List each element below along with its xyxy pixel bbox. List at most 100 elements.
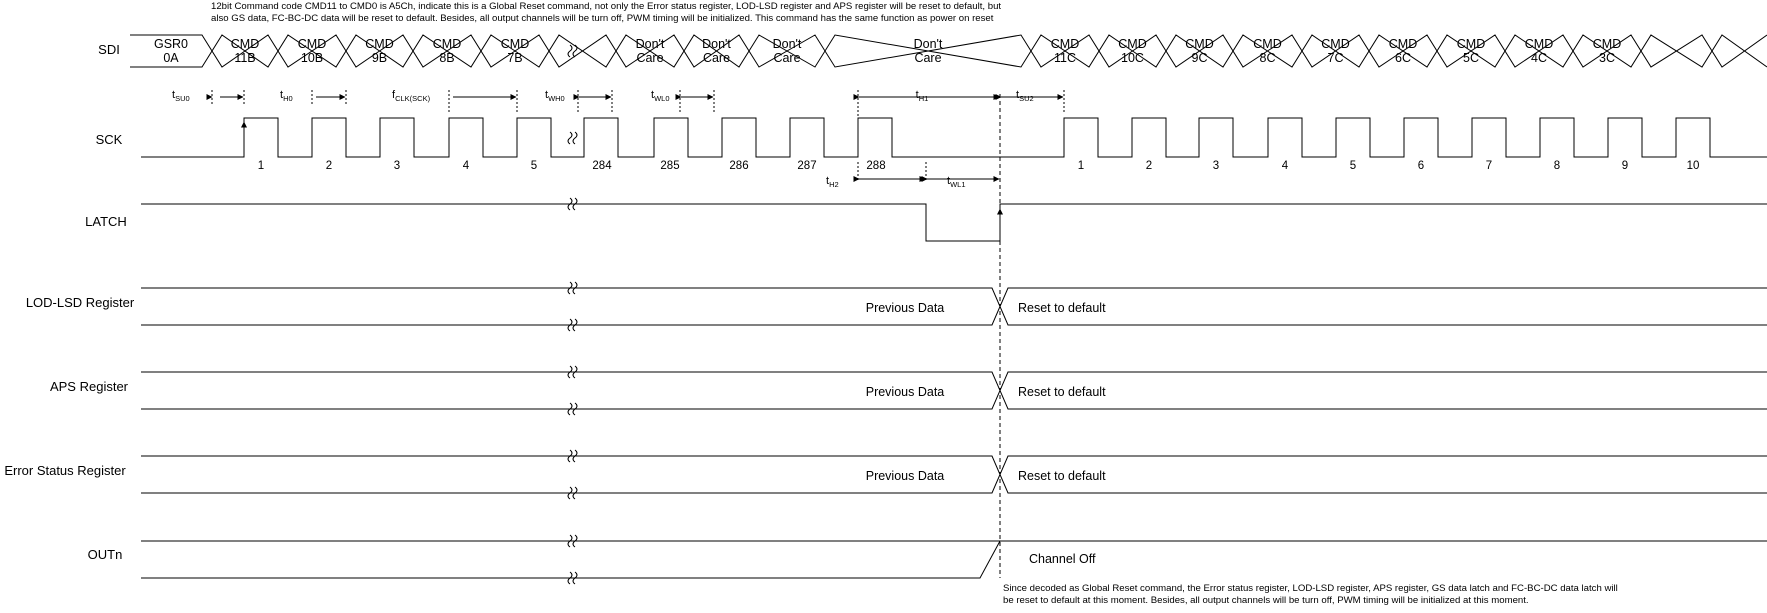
sdi-cell-line2: Care xyxy=(703,51,730,65)
reset-default-label: Reset to default xyxy=(1018,469,1106,483)
sck-pulse-number: 5 xyxy=(531,160,537,172)
sck-pulse-number: 10 xyxy=(1687,160,1700,172)
signal-label: LOD-LSD Register xyxy=(26,295,135,310)
break-mark xyxy=(567,281,578,295)
sdi-cell-line1: CMD xyxy=(1389,37,1417,51)
top-annotation: 12bit Command code CMD11 to CMD0 is A5Ch… xyxy=(211,1,1002,24)
sck-clock-line xyxy=(141,117,1767,158)
outn-lower-line xyxy=(141,540,1001,579)
sck-pulse-number: 8 xyxy=(1554,160,1560,172)
break-mark xyxy=(567,318,578,332)
signal-label: OUTn xyxy=(88,547,123,562)
sck-pulse-number: 7 xyxy=(1486,160,1492,172)
sdi-cell-line2: 11C xyxy=(1054,51,1076,65)
sdi-cell-line2: 7B xyxy=(507,51,522,65)
signal-label: APS Register xyxy=(50,379,129,394)
sdi-cell-line1: CMD xyxy=(365,37,393,51)
timing-annotations: tSU0 tH0 fCLK(SCK) tWH0 tWL0 tH1 tSU2 tH2 tWL1 xyxy=(172,89,1065,189)
break-mark xyxy=(567,534,578,548)
sdi-cell-line1: Don't xyxy=(702,37,731,51)
register-line-lower xyxy=(141,371,1767,410)
sdi-cell-line2: 7C xyxy=(1328,51,1344,65)
sck-pulse-number: 288 xyxy=(866,160,885,172)
timing-label: tWL0 xyxy=(651,89,669,103)
sdi-cell-line1: CMD xyxy=(298,37,326,51)
sdi-cell-line1: Don't xyxy=(773,37,802,51)
sck-pulse-number: 2 xyxy=(1146,160,1152,172)
sck-pulse-number: 9 xyxy=(1622,160,1628,172)
sdi-cell-line2: 6C xyxy=(1395,51,1411,65)
break-mark xyxy=(567,486,578,500)
sdi-cell-line1: Don't xyxy=(636,37,665,51)
sdi-cell-line2: Care xyxy=(773,51,800,65)
sck-pulse-number: 4 xyxy=(463,160,470,172)
timing-label: tSU2 xyxy=(1016,89,1034,103)
sdi-cell-line1: Don't xyxy=(914,37,943,51)
signal-label: LATCH xyxy=(85,214,127,229)
register-line-lower xyxy=(141,455,1767,494)
sdi-cell-line2: 9B xyxy=(372,51,387,65)
register-waveforms xyxy=(141,287,1767,579)
sdi-bus xyxy=(130,34,1767,68)
break-mark xyxy=(567,197,578,211)
sdi-cell-line2: 10B xyxy=(301,51,323,65)
latch-waveform xyxy=(141,203,1767,242)
sdi-cell-line1: CMD xyxy=(231,37,259,51)
sck-pulse-number: 2 xyxy=(326,160,332,172)
reset-default-label: Reset to default xyxy=(1018,301,1106,315)
previous-data-label: Previous Data xyxy=(866,385,945,399)
sdi-cell-line2: 4C xyxy=(1531,51,1547,65)
sdi-bus-lower-edge xyxy=(130,34,1767,68)
break-mark xyxy=(567,365,578,379)
sdi-cell-line2: 9C xyxy=(1192,51,1208,65)
sdi-cell-line1: CMD xyxy=(1593,37,1621,51)
timing-label: tH0 xyxy=(280,89,293,103)
sdi-cell-line2: 8B xyxy=(439,51,454,65)
sdi-cell-line1: CMD xyxy=(1321,37,1349,51)
sdi-cell-line2: 10C xyxy=(1121,51,1144,65)
sck-pulse-number: 3 xyxy=(1213,160,1219,172)
sck-pulse-number: 285 xyxy=(660,160,679,172)
register-line-upper xyxy=(141,371,1767,410)
sck-waveform xyxy=(141,117,1767,158)
break-mark xyxy=(567,449,578,463)
sdi-cell-line2: 8C xyxy=(1260,51,1276,65)
sdi-cell-line2: 0A xyxy=(163,51,179,65)
sdi-cell-line2: 5C xyxy=(1463,51,1479,65)
sdi-cell-line2: Care xyxy=(914,51,941,65)
timing-label: fCLK(SCK) xyxy=(392,89,431,103)
timing-label: tH2 xyxy=(826,175,839,189)
sdi-cell-line1: CMD xyxy=(1525,37,1553,51)
channel-off-label: Channel Off xyxy=(1029,552,1096,566)
sdi-cell-line1: CMD xyxy=(1457,37,1485,51)
register-line-upper xyxy=(141,287,1767,326)
sdi-cell-line1: GSR0 xyxy=(154,37,188,51)
break-marks xyxy=(567,44,578,585)
sdi-cell-line2: 11B xyxy=(234,51,255,65)
previous-data-label: Previous Data xyxy=(866,469,945,483)
timing-label: tWL1 xyxy=(947,175,965,189)
sdi-cell-line1: CMD xyxy=(433,37,461,51)
sdi-cell-labels: GSR00ACMD11BCMD10BCMD9BCMD8BCMD7BDon'tCa… xyxy=(154,37,1621,65)
sdi-cell-line1: CMD xyxy=(1118,37,1146,51)
timing-label: tH1 xyxy=(916,89,929,103)
signal-label: SCK xyxy=(96,132,123,147)
break-mark xyxy=(567,402,578,416)
sck-pulse-number: 286 xyxy=(729,160,748,172)
timing-label: tWH0 xyxy=(545,89,565,103)
sck-pulse-number: 6 xyxy=(1418,160,1424,172)
sck-pulse-number: 1 xyxy=(258,160,264,172)
timing-label: tSU0 xyxy=(172,89,190,103)
register-line-lower xyxy=(141,287,1767,326)
latch-line xyxy=(141,203,1767,242)
register-line-upper xyxy=(141,455,1767,494)
sdi-cell-line1: CMD xyxy=(1253,37,1281,51)
sdi-cell-line1: CMD xyxy=(1185,37,1213,51)
signal-label: Error Status Register xyxy=(4,463,126,478)
break-mark xyxy=(567,44,578,58)
sck-pulse-number: 1 xyxy=(1078,160,1084,172)
sck-pulse-number: 5 xyxy=(1350,160,1356,172)
